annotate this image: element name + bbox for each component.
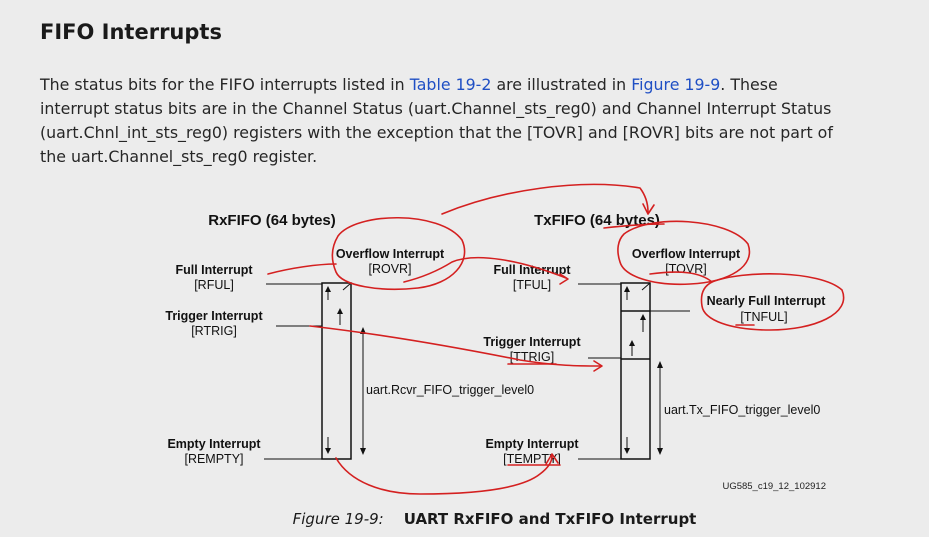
rx-empty-down-arrowhead [325, 448, 331, 454]
rx-fifo-box [321, 282, 352, 460]
figure-19-9-link[interactable]: Figure 19-9 [631, 75, 721, 94]
tx-nearly-full-circle [700, 273, 845, 331]
text-segment: The status bits for the FIFO interrupts … [40, 75, 410, 94]
tx-overflow-bit: [TOVR] [665, 262, 706, 276]
tx-level-bottom-arrowhead [657, 448, 663, 455]
rx-to-tx-empty-curve [335, 455, 553, 495]
tx-overflow-circle [617, 220, 751, 286]
paragraph-line-1: The status bits for the FIFO interrupts … [40, 73, 912, 97]
paragraph-line-2: interrupt status bits are in the Channel… [40, 99, 832, 118]
tx-trigger-up-arrowhead [629, 340, 635, 346]
tx-level-top-arrowhead [657, 361, 663, 368]
tx-full-up-arrowhead [624, 286, 630, 292]
body-paragraph: The status bits for the FIFO interrupts … [40, 73, 912, 169]
caption-title: UART RxFIFO and TxFIFO Interrupt [403, 510, 697, 528]
figure-caption: Figure 19-9: UART RxFIFO and TxFIFO Inter… [0, 510, 929, 528]
tx-overflow-name: Overflow Interrupt [632, 247, 741, 261]
rx-full-up-arrowhead [325, 286, 331, 292]
rx-trigger-name: Trigger Interrupt [165, 309, 263, 323]
tx-fifo-box [620, 282, 651, 460]
tx-title-underline [603, 223, 665, 229]
tx-nearly-full-link [649, 271, 713, 283]
rx-to-tx-empty-arrowhead [545, 453, 559, 465]
top-swoosh-arrowhead [642, 203, 655, 215]
paragraph-line-3: (uart.Chnl_int_sts_reg0) registers with … [40, 123, 833, 142]
rx-to-tx-trigger-curve [309, 325, 601, 367]
tx-empty-down-arrowhead [624, 448, 630, 454]
tx-fifo-title: TxFIFO (64 bytes) [534, 212, 660, 229]
red-annotations [267, 183, 845, 495]
tx-full-bit: [TFUL] [513, 278, 551, 292]
caption-number: Figure 19-9: [292, 510, 384, 528]
rx-to-tx-full-curve [403, 256, 567, 283]
rx-level-bottom-arrowhead [360, 448, 366, 455]
tx-empty-name: Empty Interrupt [485, 437, 579, 451]
rx-empty-bit: [REMPTY] [184, 452, 243, 466]
tx-level-label: uart.Tx_FIFO_trigger_level0 [664, 403, 820, 417]
table-19-2-link[interactable]: Table 19-2 [409, 75, 492, 94]
rx-full-name: Full Interrupt [175, 263, 253, 277]
rx-trigger-bit: [RTRIG] [191, 324, 237, 338]
figure-id: UG585_c19_12_102912 [722, 481, 826, 492]
rx-full-annotation-line [267, 263, 337, 275]
rx-to-tx-full-arrowhead [559, 273, 569, 285]
rx-empty-name: Empty Interrupt [167, 437, 261, 451]
rx-level-label: uart.Rcvr_FIFO_trigger_level0 [366, 383, 534, 397]
text-segment: . These [720, 75, 778, 94]
rx-full-bit: [RFUL] [194, 278, 234, 292]
rx-fifo-title: RxFIFO (64 bytes) [208, 212, 336, 229]
section-heading: FIFO Interrupts [40, 20, 222, 44]
tx-nearly-full-name: Nearly Full Interrupt [707, 294, 827, 308]
tx-nearly-full-up-arrowhead [640, 314, 646, 320]
tx-nearly-full-bit: [TNFUL] [740, 310, 787, 324]
text-segment: are illustrated in [491, 75, 632, 94]
rx-to-tx-trigger-arrowhead [593, 360, 603, 372]
rx-trigger-up-arrowhead [337, 308, 343, 314]
tx-trigger-name: Trigger Interrupt [483, 335, 581, 349]
tx-overflow-leader [641, 282, 651, 291]
rx-overflow-name: Overflow Interrupt [336, 247, 445, 261]
rx-overflow-leader [342, 282, 352, 291]
paragraph-line-4: the uart.Channel_sts_reg0 register. [40, 147, 318, 166]
top-swoosh-curve [441, 183, 649, 215]
rx-overflow-circle [331, 217, 466, 291]
rx-overflow-bit: [ROVR] [368, 262, 411, 276]
